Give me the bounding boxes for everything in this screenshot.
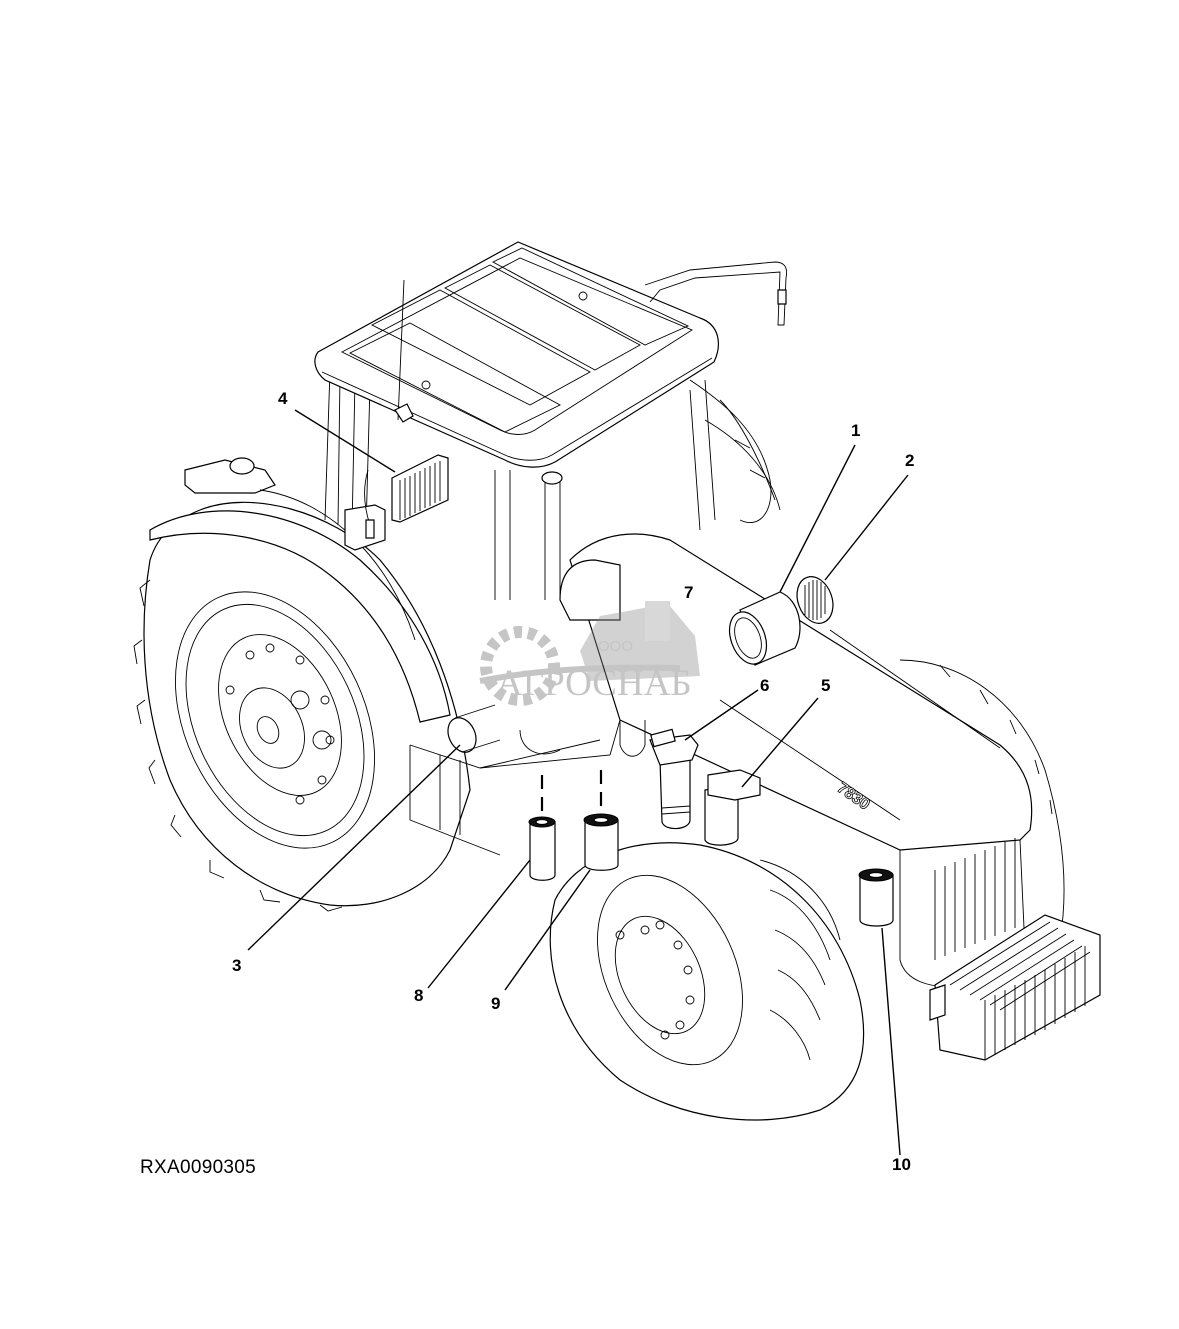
leader-2 xyxy=(824,474,909,581)
callout-5: 5 xyxy=(821,676,831,695)
leader-8 xyxy=(427,859,531,989)
leader-6 xyxy=(684,689,759,741)
rear-right-wheel xyxy=(719,399,1065,941)
watermark-logo: ООО АГРОСНАБ xyxy=(470,596,730,726)
callout-1: 1 xyxy=(851,421,861,440)
cab-roof xyxy=(314,241,787,468)
cab xyxy=(324,369,781,600)
hydraulic-filter xyxy=(528,816,556,881)
leader-9 xyxy=(504,869,591,991)
front-weights xyxy=(929,914,1101,1061)
combine-gear-icon xyxy=(479,601,700,706)
air-filter-element xyxy=(728,591,801,666)
callout-2: 2 xyxy=(905,451,915,470)
callout-7: 7 xyxy=(684,583,694,602)
callout-9: 9 xyxy=(491,994,501,1013)
chassis-frame xyxy=(409,719,646,856)
callout-10: 10 xyxy=(892,1155,911,1174)
fuel-filter-secondary xyxy=(704,769,761,846)
filter-screen xyxy=(796,576,834,624)
engine-oil-filter xyxy=(858,868,894,927)
hood: 7830 xyxy=(541,471,1033,987)
cab-filter-assembly xyxy=(344,279,449,551)
rear-fender xyxy=(149,457,451,723)
fuel-filter-separator xyxy=(649,728,699,830)
transmission-filter xyxy=(583,813,619,871)
leader-3 xyxy=(247,744,461,951)
figure-id: RXA0090305 xyxy=(140,1157,257,1178)
callout-4: 4 xyxy=(278,389,288,408)
callout-3: 3 xyxy=(232,956,242,975)
watermark-prefix: ООО xyxy=(598,638,634,655)
leader-4 xyxy=(294,409,396,473)
leader-1 xyxy=(779,444,856,593)
watermark-brand: АГРОСНАБ xyxy=(496,663,692,704)
leader-10 xyxy=(881,927,901,1156)
round-filter xyxy=(447,704,501,753)
callout-8: 8 xyxy=(414,986,424,1005)
leader-5 xyxy=(741,697,819,788)
front-right-wheel xyxy=(549,842,865,1121)
callout-6: 6 xyxy=(760,676,770,695)
